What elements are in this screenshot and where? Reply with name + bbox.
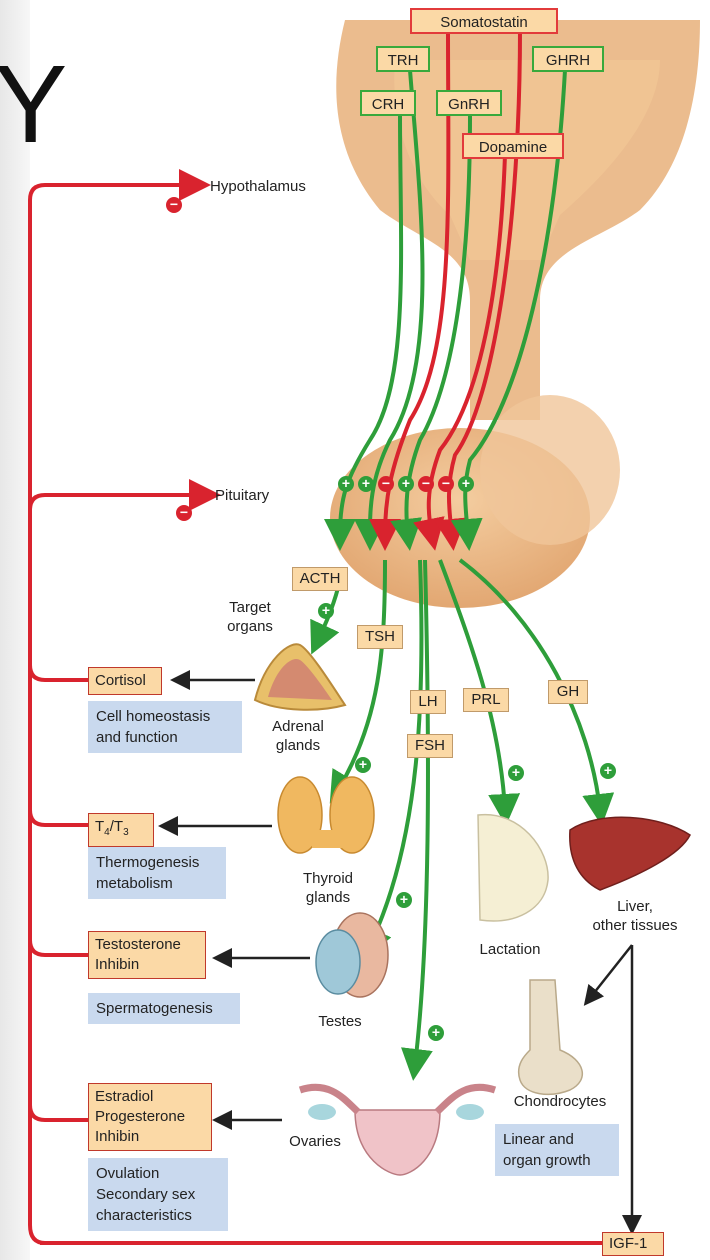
pituitary-minus: −	[176, 505, 192, 521]
spermatogenesis-box: Spermatogenesis	[88, 993, 240, 1024]
t4t3-box: T4/T3	[88, 813, 154, 847]
cell-homeostasis-line1: Cell homeostasis	[96, 706, 234, 727]
linear-growth-box: Linear and organ growth	[495, 1124, 619, 1176]
acth-box: ACTH	[292, 567, 348, 591]
ovulation-secondary-sex-box: Ovulation Secondary sex characteristics	[88, 1158, 228, 1231]
trh-box: TRH	[376, 46, 430, 72]
gnrh-plus-sign: +	[398, 476, 414, 492]
secondary-sex-line1: Secondary sex	[96, 1184, 220, 1205]
testes-label: Testes	[300, 1012, 380, 1031]
secondary-sex-line2: characteristics	[96, 1205, 220, 1226]
liver-shape	[570, 817, 690, 890]
linear-growth-line1: Linear and	[503, 1129, 611, 1150]
hypothalamus-minus: −	[166, 197, 182, 213]
pituitary-posterior	[480, 395, 620, 545]
ovulation-text: Ovulation	[96, 1163, 220, 1184]
adrenal-glands-label: Adrenal glands	[258, 717, 338, 755]
trh-plus-sign: +	[358, 476, 374, 492]
testes-shape	[316, 913, 388, 997]
feedback-t4t3	[30, 810, 88, 825]
fsh-box: FSH	[407, 734, 453, 758]
feedback-cortisol	[30, 665, 88, 680]
testosterone-inhibin-box: Testosterone Inhibin	[88, 931, 206, 979]
inhibin-male-text: Inhibin	[95, 955, 199, 975]
lh-box: LH	[410, 690, 446, 714]
arrow-liver-chondrocytes	[590, 945, 632, 998]
breast-shape	[478, 815, 548, 921]
lh-plus-sign: +	[396, 892, 412, 908]
progesterone-text: Progesterone	[95, 1107, 205, 1127]
inhibin-female-text: Inhibin	[95, 1127, 205, 1147]
somatostatin-minus-sign-2: −	[438, 476, 454, 492]
tsh-box: TSH	[357, 625, 403, 649]
linear-growth-line2: organ growth	[503, 1150, 611, 1171]
liver-label: Liver, other tissues	[570, 897, 700, 935]
dopamine-box: Dopamine	[462, 133, 564, 159]
gh-plus-sign: +	[600, 763, 616, 779]
cortisol-box: Cortisol	[88, 667, 162, 695]
igf1-box: IGF-1	[602, 1232, 664, 1256]
feedback-testosterone	[30, 940, 88, 955]
prl-box: PRL	[463, 688, 509, 712]
gnrh-box: GnRH	[436, 90, 502, 116]
t4t3-main: T	[95, 818, 104, 835]
target-organs-label: Target organs	[215, 598, 285, 636]
fsh-plus-sign: +	[428, 1025, 444, 1041]
thermogenesis-line2: metabolism	[96, 873, 218, 894]
thyroid-glands-label: Thyroid glands	[288, 869, 368, 907]
crh-box: CRH	[360, 90, 416, 116]
thermogenesis-box: Thermogenesis metabolism	[88, 847, 226, 899]
thermogenesis-line1: Thermogenesis	[96, 852, 218, 873]
tsh-plus-sign: +	[355, 757, 371, 773]
chondrocytes-label: Chondrocytes	[490, 1092, 630, 1111]
t3-separator: /T	[110, 818, 123, 835]
pituitary-label: Pituitary	[215, 486, 269, 505]
bone-shape	[519, 980, 583, 1094]
hypothalamus-label: Hypothalamus	[210, 177, 306, 196]
feedback-estradiol	[30, 1105, 88, 1120]
thyroid-gland-shape	[278, 777, 374, 853]
cell-homeostasis-line2: and function	[96, 727, 234, 748]
lactation-label: Lactation	[470, 940, 550, 959]
t3-subscript: 3	[123, 827, 129, 838]
somatostatin-box: Somatostatin	[410, 8, 558, 34]
cell-homeostasis-box: Cell homeostasis and function	[88, 701, 242, 753]
ghrh-box: GHRH	[532, 46, 604, 72]
somatostatin-minus-sign-1: −	[378, 476, 394, 492]
gh-box: GH	[548, 680, 588, 704]
estradiol-progesterone-inhibin-box: Estradiol Progesterone Inhibin	[88, 1083, 212, 1151]
dopamine-minus-sign: −	[418, 476, 434, 492]
testosterone-text: Testosterone	[95, 935, 199, 955]
crh-plus-sign: +	[338, 476, 354, 492]
acth-plus-sign: +	[318, 603, 334, 619]
prl-plus-sign: +	[508, 765, 524, 781]
estradiol-text: Estradiol	[95, 1087, 205, 1107]
ghrh-plus-sign: +	[458, 476, 474, 492]
ovaries-label: Ovaries	[275, 1132, 355, 1151]
